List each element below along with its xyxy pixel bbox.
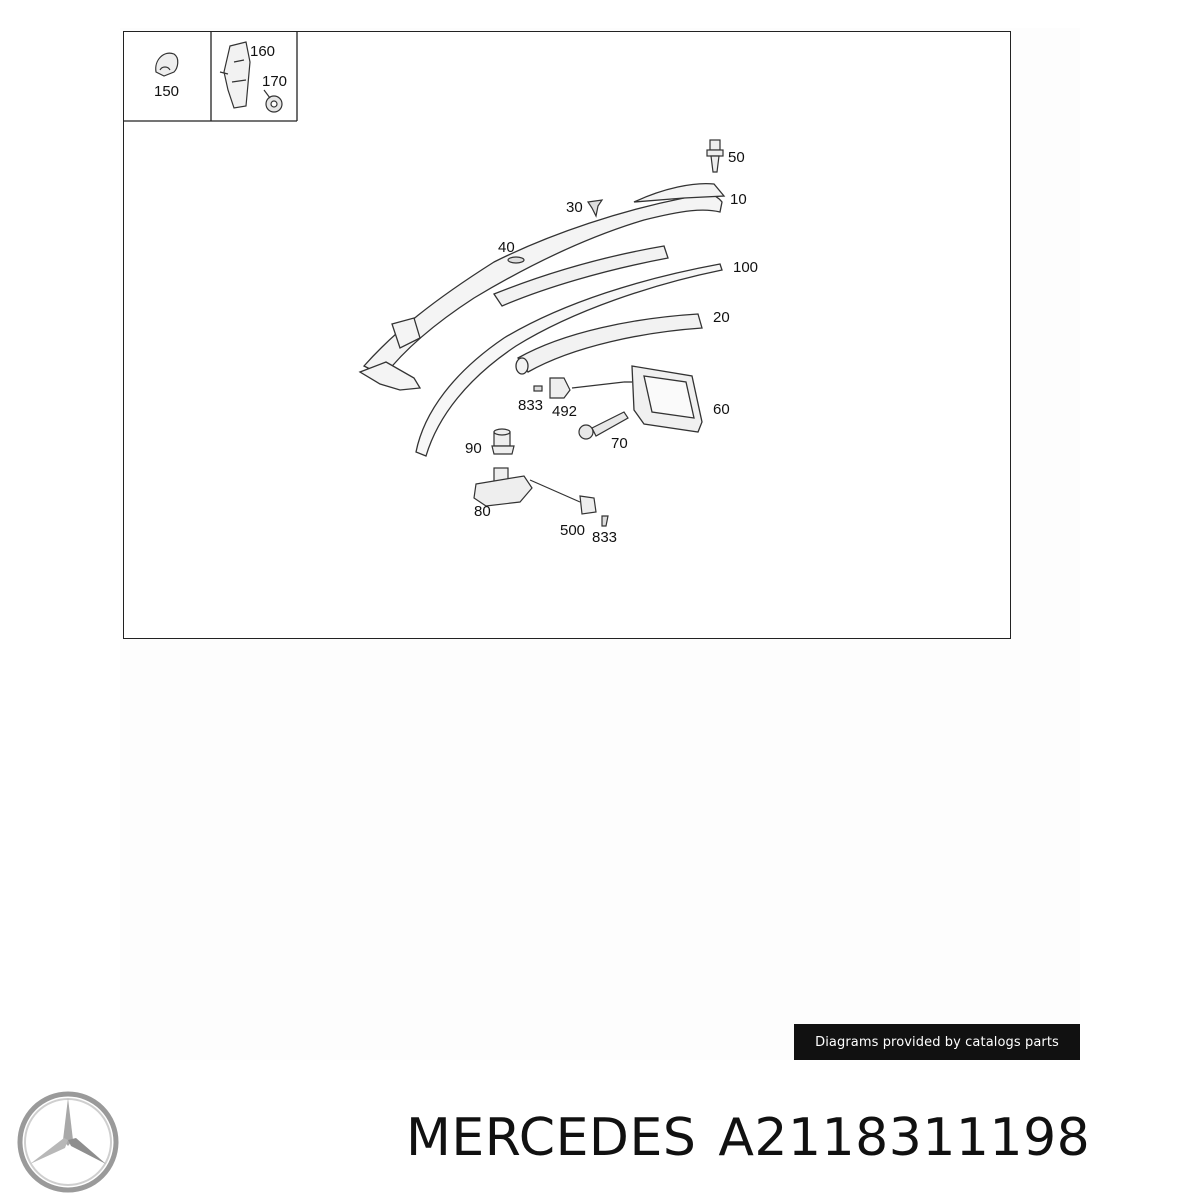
trim-strip-10-icon [358,182,726,391]
hose-20-icon [515,313,703,375]
sensor-90-icon [491,428,515,455]
part-title: MERCEDES A2118311198 [406,1108,1090,1168]
callout-20: 20 [713,309,730,326]
clip-30-icon [586,199,604,218]
clip-150-icon [155,52,179,77]
callout-492: 492 [552,403,577,420]
washer-40-icon [507,256,525,264]
callout-60: 60 [713,401,730,418]
callout-30: 30 [566,199,583,216]
callout-70: 70 [611,435,628,452]
callout-833-upper: 833 [518,397,543,414]
callout-80: 80 [474,503,491,520]
clip-50-icon [706,139,724,173]
connector-492-icon [549,377,571,399]
connector-500-icon [579,495,597,515]
mercedes-star-icon [17,1091,119,1193]
callout-labels: 150 160 170 50 10 30 40 100 20 833 492 6… [154,43,758,546]
nut-170-icon [263,89,283,113]
callout-500: 500 [560,522,585,539]
pin-833-icon [533,385,543,392]
bracket-160-icon [219,41,251,109]
sensor-80-icon [473,467,581,507]
pin-833b-icon [601,515,609,527]
inset-boxes [124,32,298,122]
seal-100-icon [415,263,723,457]
brand-name: MERCEDES [406,1108,697,1168]
module-60-icon [571,365,703,433]
part-number: A2118311198 [718,1108,1091,1168]
callout-10: 10 [730,191,747,208]
hose-upper-icon [493,245,669,307]
callout-50: 50 [728,149,745,166]
callout-160: 160 [250,43,275,60]
diagram-credit-banner: Diagrams provided by catalogs parts [794,1024,1080,1060]
callout-170: 170 [262,73,287,90]
callout-100: 100 [733,259,758,276]
callout-90: 90 [465,440,482,457]
callout-40: 40 [498,239,515,256]
parts-diagram: 150 160 170 50 10 30 40 100 20 833 492 6… [123,31,1011,639]
screw-70-icon [578,411,629,440]
callout-150: 150 [154,83,179,100]
callout-833-lower: 833 [592,529,617,546]
diagram-drawing: 150 160 170 50 10 30 40 100 20 833 492 6… [124,32,758,546]
